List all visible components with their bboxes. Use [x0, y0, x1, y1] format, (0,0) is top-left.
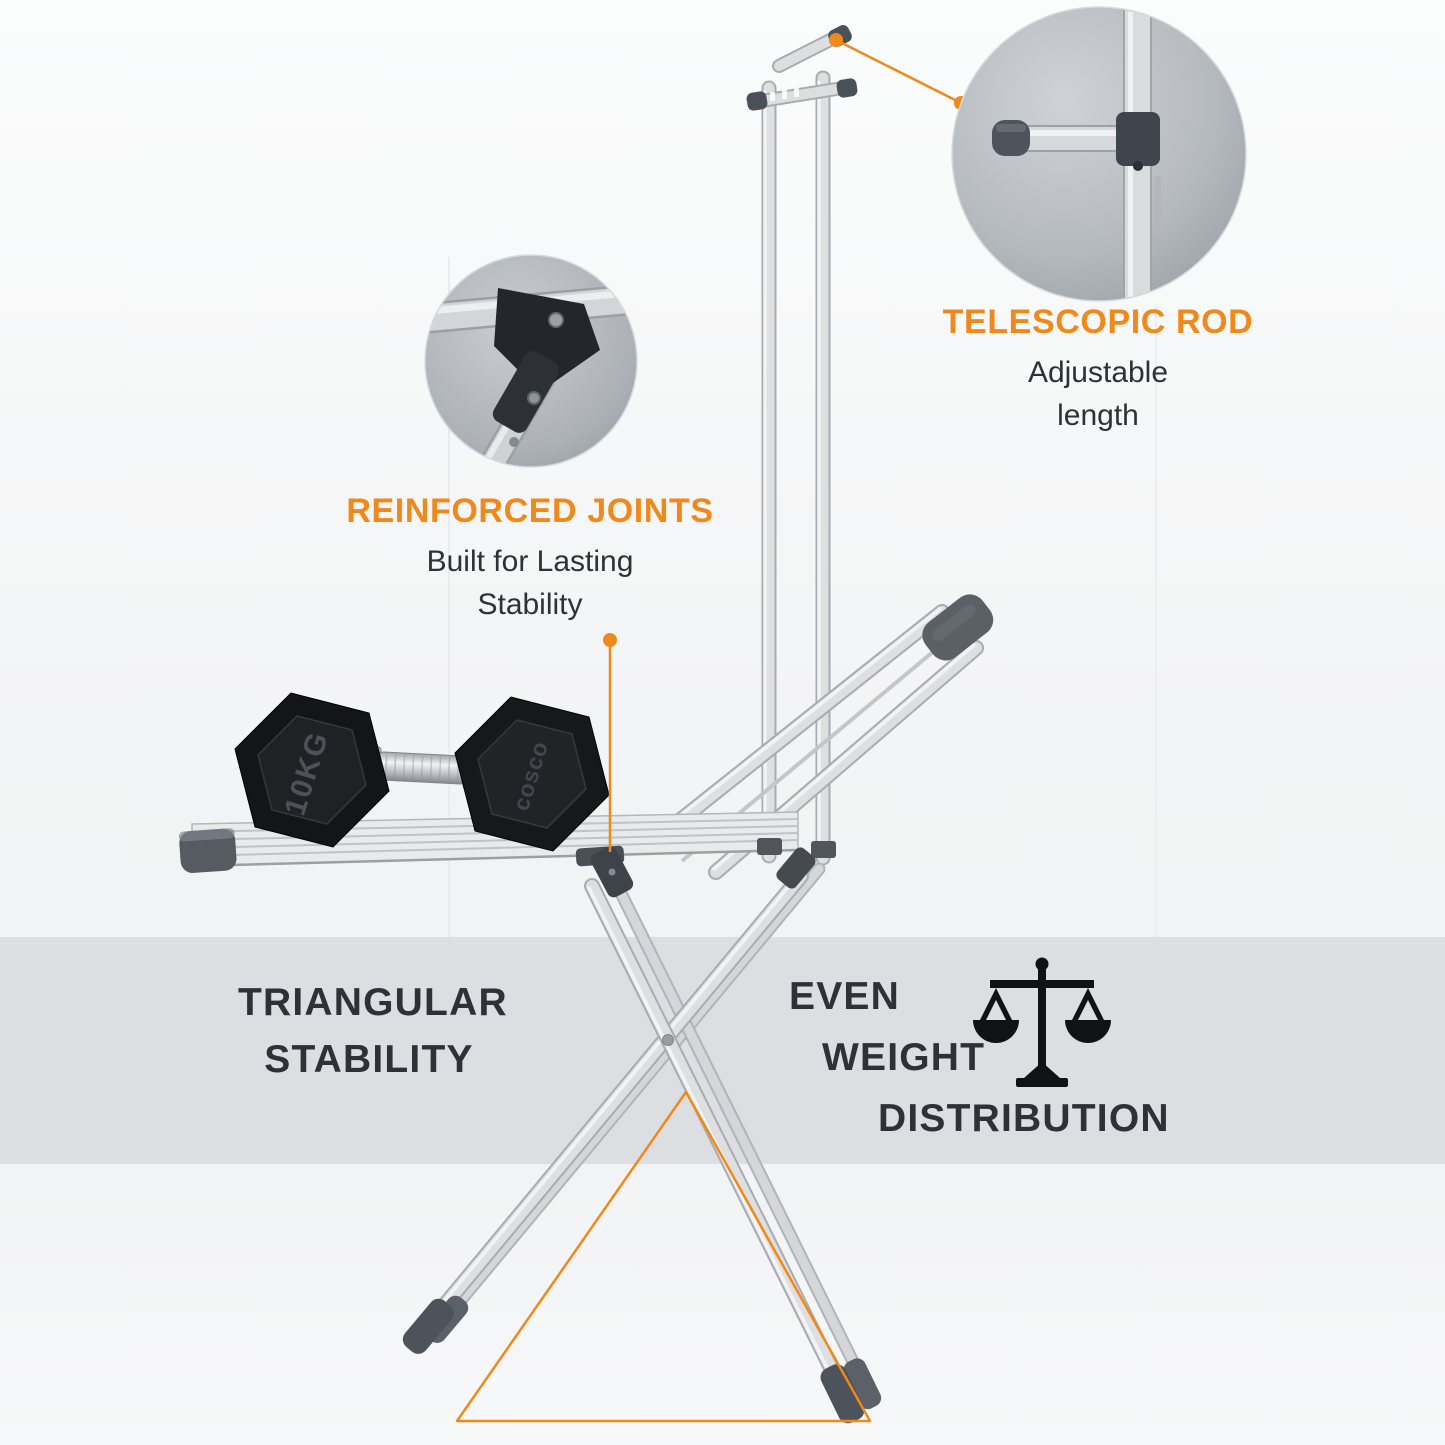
reinforced-joints-title: REINFORCED JOINTS — [346, 492, 714, 530]
hinge-screw — [548, 312, 564, 328]
rod-cap-highlight — [996, 124, 1026, 132]
deck-slat — [191, 839, 799, 857]
deck-slat — [191, 832, 799, 849]
reinforced-joints-callout: REINFORCED JOINTS Built for Lasting Stab… — [340, 492, 720, 626]
hinge-shape — [492, 351, 560, 433]
joint-shape — [776, 847, 816, 889]
hinge-screw — [509, 437, 519, 447]
clamp-screw — [1133, 161, 1143, 171]
even-weight-line1: EVEN — [789, 975, 901, 1018]
telescopic-rod-title: TELESCOPIC ROD — [942, 303, 1254, 341]
rod-end-cap — [836, 78, 858, 98]
even-weight-line2: WEIGHT — [822, 1036, 986, 1079]
connector-dot — [829, 33, 843, 47]
dumbbell-head-left-face — [257, 715, 367, 825]
dumbbell: 10KG cosco — [234, 692, 610, 852]
joint-bolt — [608, 868, 616, 876]
zoom-circle-rim — [424, 254, 638, 468]
zoom-photo-content — [992, 7, 1161, 301]
pole-slot — [1154, 176, 1161, 236]
telescopic-rod-callout: TELESCOPIC ROD Adjustable length — [913, 303, 1283, 437]
x-frame-legs — [416, 862, 873, 1406]
zoom-circle-rim — [951, 6, 1247, 302]
icon-part — [1016, 1078, 1068, 1087]
connector-dot — [603, 633, 617, 647]
icon-part — [1038, 964, 1046, 1066]
tube-stroke — [586, 880, 852, 1404]
wing-end-cap — [922, 594, 994, 661]
tube-stroke — [420, 872, 801, 1330]
reinforced-joints-subtitle-line2: Stability — [477, 588, 583, 621]
triangular-stability-line2: STABILITY — [264, 1038, 474, 1081]
leg-foot — [402, 1298, 454, 1354]
zoom-circle-joint — [424, 254, 638, 468]
triangular-stability-label: TRIANGULAR STABILITY — [238, 974, 508, 1088]
leg-foot — [820, 1364, 865, 1424]
balance-scale-icon — [973, 957, 1111, 1087]
icon-part — [973, 1020, 1019, 1043]
icon-part — [990, 980, 1094, 988]
stability-triangle — [455, 1090, 872, 1423]
deck-edge — [191, 848, 799, 868]
cap-shape — [746, 91, 768, 111]
even-weight-distribution-label: EVEN WEIGHT DISTRIBUTION — [789, 966, 1170, 1149]
zoom-photo-content — [425, 283, 637, 467]
adjust-pin-mark — [794, 88, 799, 97]
reinforced-joints-subtitle-line1: Built for Lasting — [426, 545, 634, 578]
dumbbell-head-right-face — [477, 719, 587, 829]
joint-bracket — [776, 847, 816, 889]
clamp-closeup — [1116, 112, 1160, 166]
zoom-photo-bg — [952, 7, 1246, 301]
tube-stroke — [418, 870, 807, 1336]
cap-shape — [820, 1364, 865, 1424]
tube-stroke — [644, 607, 942, 845]
pole-base-connector — [757, 838, 782, 855]
rod-highlight — [1004, 130, 1120, 136]
leg-foot — [843, 1358, 882, 1410]
icon-part — [980, 988, 1012, 1020]
adjust-pin-mark — [770, 92, 775, 101]
adjust-pin-mark — [782, 90, 787, 99]
connector-line-telescopic — [835, 38, 962, 105]
icon-part — [1024, 1062, 1060, 1078]
leg-feet — [402, 1295, 882, 1424]
pivot-bolt — [662, 1034, 674, 1046]
icon-part — [1072, 988, 1104, 1020]
reinforced-joints — [575, 845, 816, 898]
cap-shape — [932, 604, 976, 642]
tube-stroke — [437, 864, 824, 1328]
tube-stroke — [642, 606, 948, 852]
zoom-circle-telescopic — [951, 6, 1247, 302]
even-weight-line3: DISTRIBUTION — [878, 1097, 1170, 1140]
cap-shape — [178, 828, 235, 842]
handle-knurl — [384, 754, 460, 782]
telescopic-rod-subtitle-line1: Adjustable — [1027, 356, 1169, 389]
rod-end-cap — [746, 91, 768, 111]
shelf-end-cap — [178, 828, 237, 873]
annotation-connectors — [455, 33, 968, 1423]
cap-shape — [843, 1358, 882, 1410]
telescopic-rod-subtitle-line2: length — [1057, 399, 1139, 432]
icon-part — [1065, 1020, 1111, 1043]
telescopic-poles — [761, 70, 831, 866]
cap-shape — [836, 78, 858, 98]
hinge-arm — [492, 351, 560, 433]
pole-base-connector — [811, 841, 836, 858]
hinge-screw — [527, 391, 541, 405]
cap-shape — [402, 1298, 454, 1354]
triangular-stability-line1: TRIANGULAR — [238, 981, 508, 1024]
tube-stroke — [609, 874, 871, 1393]
